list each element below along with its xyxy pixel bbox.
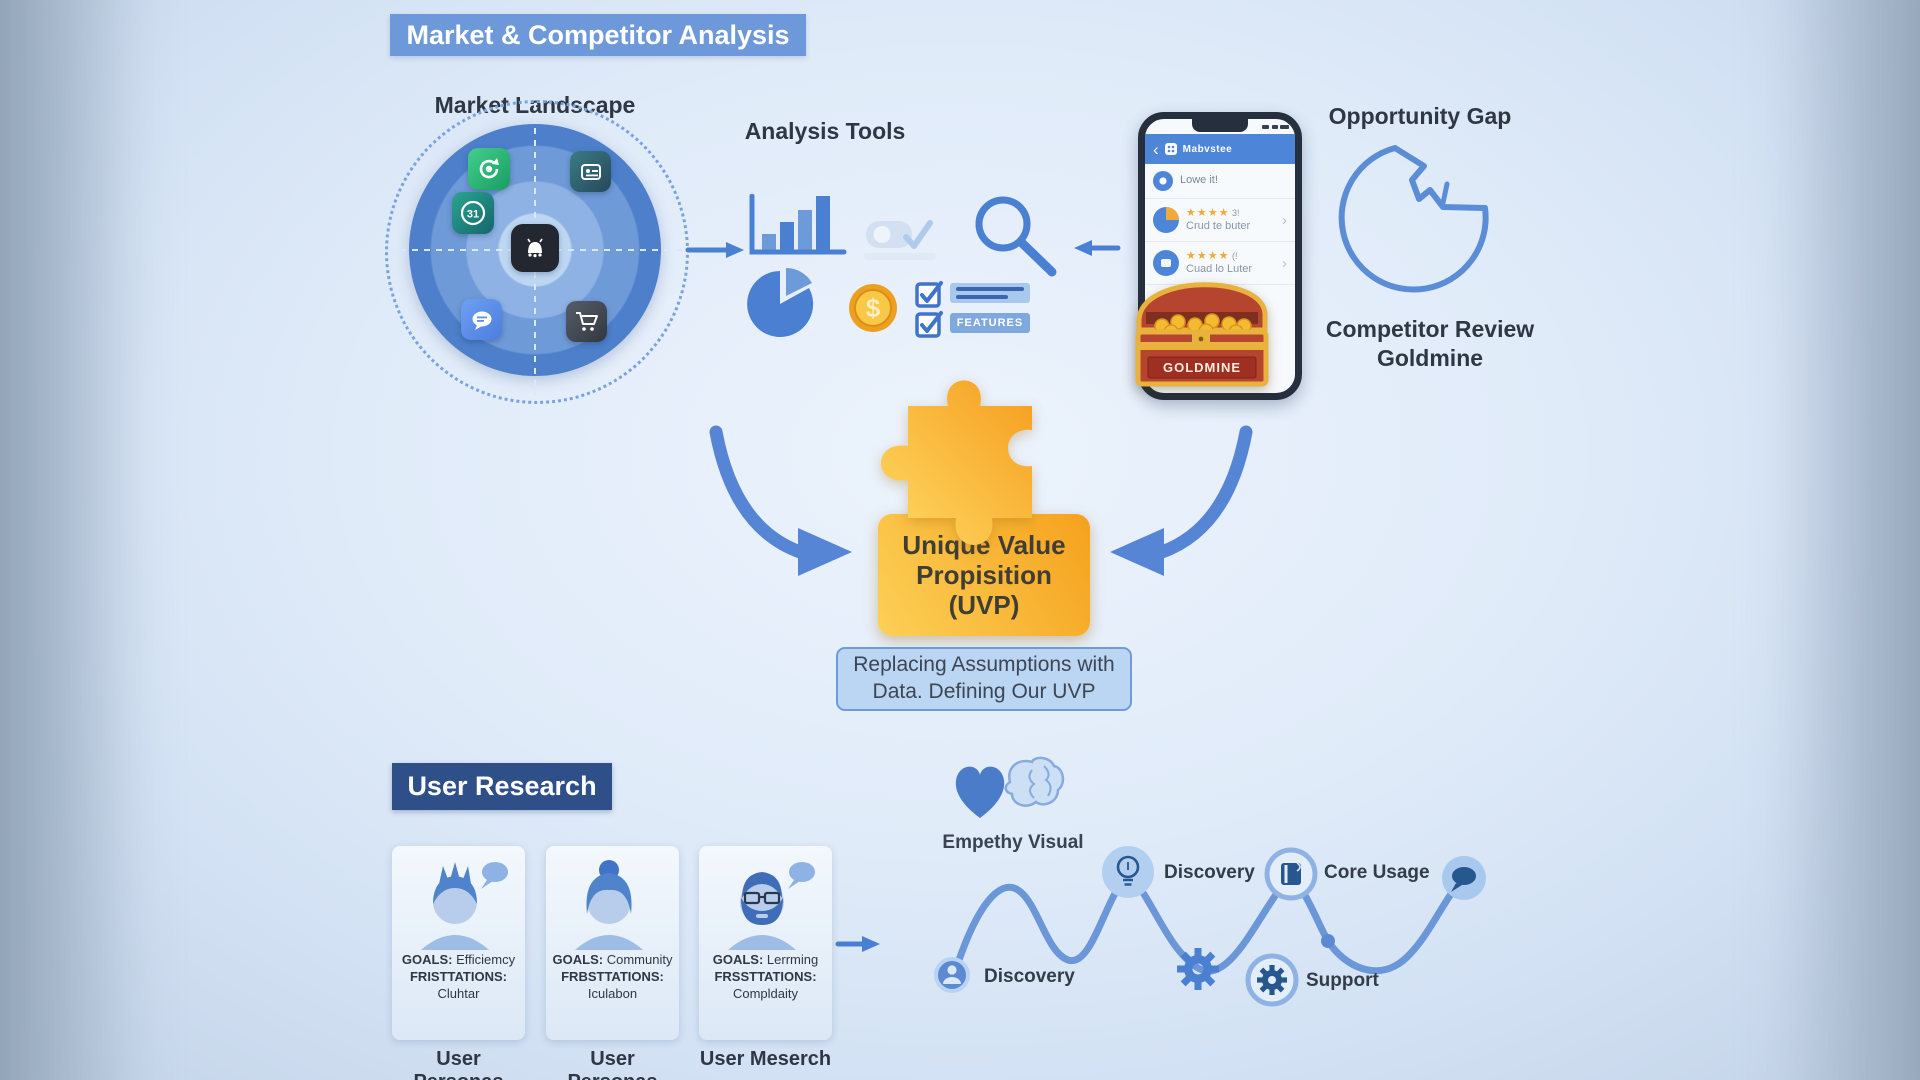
- star-rating: ★★★★ (!: [1186, 249, 1238, 262]
- chat-bubble-icon: [1442, 856, 1486, 900]
- blurred-edge-right: [1770, 0, 1920, 1080]
- phone-app-title: Mabvstee: [1182, 143, 1233, 155]
- caption-line: Goldmine: [1376, 344, 1484, 371]
- lightbulb-icon: [1102, 846, 1154, 898]
- journey-stage-discovery-2: Discovery: [1164, 862, 1255, 883]
- uvp-line: (UVP): [948, 590, 1020, 621]
- puzzle-piece: [881, 380, 1032, 545]
- brain-icon: [1004, 756, 1065, 807]
- svg-text:31: 31: [467, 209, 479, 221]
- phone-statusbar: [1145, 119, 1295, 134]
- persona-text: GOALS: Community FRBSTTATIONS: Iculabon: [552, 952, 673, 1001]
- dollar-coin-icon: $: [849, 284, 897, 332]
- uvp-caption-line: Data. Defining Our UVP: [872, 680, 1096, 703]
- pie-chart-icon: [747, 268, 814, 337]
- brain-folds: [1028, 765, 1052, 799]
- app-grid-icon: [1164, 143, 1177, 155]
- back-chevron-icon: ‹: [1153, 139, 1159, 159]
- review-row: ★★★★ 3! Crud te buter ›: [1145, 199, 1295, 242]
- contacts-icon: [570, 151, 611, 192]
- persona-text: GOALS: Lerrming FRSSTTATIONS: Compldaity: [712, 952, 819, 1001]
- opportunity-gap-pie: [1338, 145, 1489, 293]
- curved-arrow-left: [709, 425, 852, 576]
- heart-icon: [955, 766, 1005, 818]
- journey-dot: [1321, 934, 1335, 948]
- magnifier-icon: [975, 196, 1057, 277]
- blurred-edge-left: [0, 0, 150, 1080]
- user-research-header: User Research: [392, 763, 612, 810]
- uvp-line: Propisition: [916, 559, 1052, 590]
- review-text: Cuad lo Luter: [1186, 263, 1253, 275]
- opportunity-gap-title: Opportunity Gap: [1328, 103, 1512, 129]
- persona-card: GOALS: Lerrming FRSSTTATIONS: Compldaity: [699, 846, 832, 1040]
- app-center-icon: [511, 224, 559, 272]
- signal-icon: [1262, 125, 1269, 129]
- caption-line: Competitor Review: [1325, 316, 1535, 342]
- persona-card: GOALS: Efficiemcy FRISTTATIONS: Cluhtar: [392, 846, 525, 1040]
- persona-card: GOALS: Community FRBSTTATIONS: Iculabon: [546, 846, 679, 1040]
- svg-text:$: $: [866, 293, 881, 323]
- persona-card-label: User Personas: [413, 1048, 503, 1080]
- phone-notch: [1192, 119, 1248, 132]
- checklist-text-chip: [950, 283, 1030, 303]
- review-row: Lowe it!: [1145, 164, 1295, 199]
- competitor-goldmine-caption: Competitor Review Goldmine: [1305, 315, 1555, 373]
- curved-arrow-right: [1110, 425, 1253, 576]
- chest-label: GOLDMINE: [1163, 360, 1241, 375]
- analysis-tools-title: Analysis Tools: [744, 118, 906, 144]
- review-row: ★★★★ (! Cuad lo Luter ›: [1145, 242, 1295, 285]
- arrow-landscape-to-tools: [685, 242, 744, 258]
- toggle-check-icon: [864, 220, 936, 260]
- calendar-31-icon: 31: [452, 192, 494, 234]
- uvp-caption: Replacing Assumptions with Data. Definin…: [836, 647, 1132, 711]
- arrow-personas-to-journey: [835, 936, 880, 952]
- chevron-right-icon: ›: [1282, 211, 1287, 229]
- battery-icon: [1280, 125, 1289, 129]
- persona-text: GOALS: Efficiemcy FRISTTATIONS: Cluhtar: [401, 952, 516, 1001]
- journey-stage-support: Support: [1306, 970, 1379, 991]
- empathy-visual: [955, 756, 1065, 818]
- checkbox-icon: [915, 311, 943, 338]
- market-analysis-header: Market & Competitor Analysis: [390, 14, 806, 56]
- persona-avatar-bun: [574, 860, 643, 950]
- gear-icon: [1177, 948, 1219, 990]
- chevron-right-icon: ›: [1282, 254, 1287, 272]
- cart-icon: [566, 301, 607, 342]
- phone-app-header: ‹ Mabvstee: [1145, 134, 1295, 164]
- checkbox-icon: [915, 281, 943, 308]
- messages-icon: [461, 299, 502, 340]
- empathy-label: Empethy Visual: [942, 832, 1084, 853]
- avatar-pie-icon: [1153, 207, 1179, 233]
- support-gear-icon: [1245, 953, 1299, 1007]
- avatar-app-icon: [1153, 250, 1179, 276]
- treasure-chest: GOLDMINE: [1135, 282, 1269, 387]
- review-text: Crud te buter: [1186, 220, 1251, 232]
- persona-card-label: User Personas: [567, 1048, 657, 1080]
- arrow-phone-to-tools: [1074, 240, 1121, 256]
- journey-stage-discovery-1: Discovery: [984, 966, 1075, 987]
- uvp-caption-line: Replacing Assumptions with: [853, 653, 1115, 677]
- features-chip: FEATURES: [950, 313, 1030, 333]
- star-rating: ★★★★ 3!: [1186, 206, 1240, 219]
- wifi-icon: [1272, 125, 1278, 129]
- bar-chart-icon: [749, 194, 847, 255]
- journey-stage-core-usage: Core Usage: [1324, 862, 1430, 883]
- journal-icon: [1264, 847, 1318, 901]
- chat-sync-icon: [468, 148, 510, 190]
- avatar-dot-icon: [1153, 171, 1173, 191]
- persona-card-label: User Meserch: [699, 1048, 832, 1070]
- person-icon: [934, 957, 970, 993]
- persona-avatar-spiky: [420, 862, 508, 950]
- persona-avatar-beard: [727, 862, 815, 950]
- review-title: Lowe it!: [1180, 174, 1218, 187]
